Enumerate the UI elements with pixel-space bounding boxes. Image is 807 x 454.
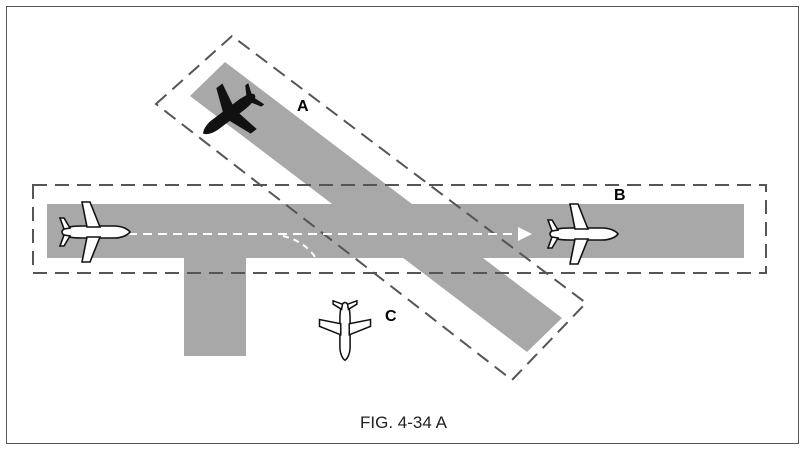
- label-b: B: [614, 187, 626, 204]
- runway-b-outline: [32, 184, 767, 274]
- runway-a-outline: [154, 34, 588, 382]
- taxi-path-arrowhead: [518, 227, 532, 241]
- figure-frame: [6, 6, 799, 444]
- taxi-turn-path: [282, 235, 319, 263]
- label-a: A: [297, 98, 309, 115]
- label-c: C: [385, 308, 397, 325]
- airplane-white-icon: [318, 300, 372, 362]
- runway-a: [190, 62, 562, 352]
- figure-caption: FIG. 4-34 A: [360, 413, 447, 432]
- taxiway-stub: [184, 258, 246, 356]
